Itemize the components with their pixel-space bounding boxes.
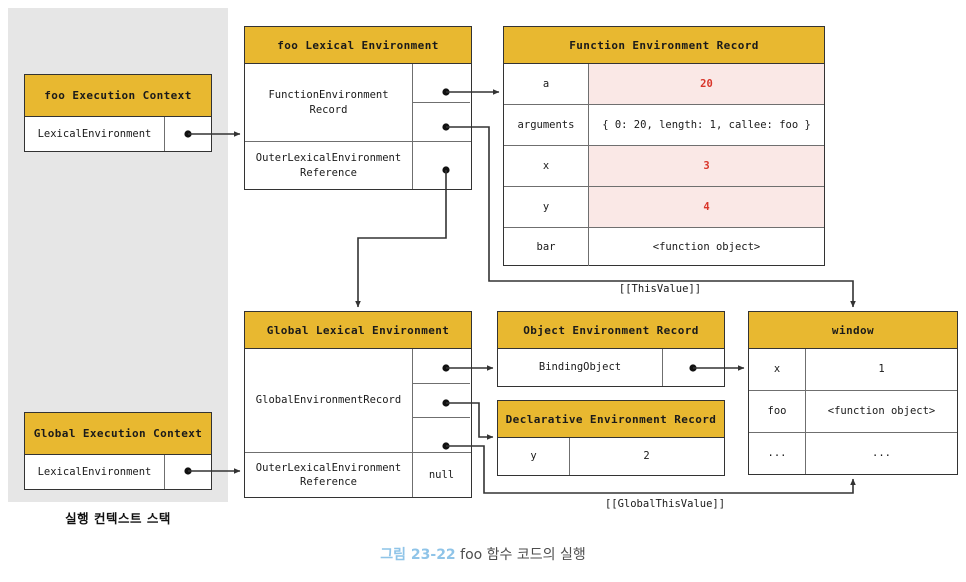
table-row: y 2 — [498, 438, 724, 475]
wire-foo-le-outer-to-global-le — [355, 170, 447, 308]
foo-execution-context-title: foo Execution Context — [25, 75, 211, 117]
object-environment-record-box: Object Environment Record BindingObject — [497, 311, 725, 387]
window-key: foo — [749, 391, 806, 432]
table-row: GlobalEnvironmentRecord — [245, 349, 471, 453]
pointer-slot — [413, 349, 470, 384]
global-this-value-edge-label: [[GlobalThisValue]] — [604, 498, 726, 510]
table-row: OuterLexicalEnvironment Reference null — [245, 453, 471, 497]
function-environment-record-title: Function Environment Record — [504, 27, 824, 64]
table-row: ... ... — [749, 433, 957, 474]
oer-binding-object-label: BindingObject — [498, 349, 663, 386]
pointer-slot — [413, 384, 470, 419]
pointer-slot — [413, 103, 470, 141]
gle-outer-reference-value: null — [428, 468, 455, 481]
table-row: FunctionEnvironment Record — [245, 64, 471, 142]
fer-value: <function object> — [652, 240, 761, 253]
declarative-environment-record-box: Declarative Environment Record y 2 — [497, 400, 725, 476]
function-environment-record-box: Function Environment Record a 20 argumen… — [503, 26, 825, 266]
global-ec-lexical-environment-pointer — [165, 455, 210, 489]
table-row: LexicalEnvironment — [25, 117, 211, 151]
window-object-box: window x 1 foo <function object> ... ... — [748, 311, 958, 475]
foo-le-function-env-record-slots — [413, 64, 470, 141]
window-value: ... — [872, 447, 891, 460]
fer-key: y — [504, 187, 589, 227]
window-key: x — [749, 349, 806, 390]
object-environment-record-title: Object Environment Record — [498, 312, 724, 349]
table-row: x 1 — [749, 349, 957, 391]
table-row: OuterLexicalEnvironment Reference — [245, 142, 471, 189]
pointer-slot — [413, 64, 470, 103]
fer-value: 4 — [589, 187, 824, 227]
fer-key: bar — [504, 228, 589, 266]
table-row: a 20 — [504, 64, 824, 105]
table-row: arguments { 0: 20, length: 1, callee: fo… — [504, 105, 824, 146]
foo-ec-lexical-environment-label: LexicalEnvironment — [25, 117, 165, 151]
foo-le-outer-reference-slot — [413, 142, 470, 189]
figure-caption: 그림 23-22 foo 함수 코드의 실행 — [0, 544, 966, 564]
gle-global-env-record-slots — [413, 349, 470, 452]
fer-value: 20 — [589, 64, 824, 104]
global-execution-context-title: Global Execution Context — [25, 413, 211, 455]
table-row: bar <function object> — [504, 228, 824, 266]
table-row: foo <function object> — [749, 391, 957, 433]
fer-key: a — [504, 64, 589, 104]
window-key: ... — [749, 433, 806, 474]
global-ec-lexical-environment-label: LexicalEnvironment — [25, 455, 165, 489]
der-value: 2 — [643, 450, 650, 463]
global-lexical-environment-title: Global Lexical Environment — [245, 312, 471, 349]
window-object-title: window — [749, 312, 957, 349]
fer-value: { 0: 20, length: 1, callee: foo } — [602, 118, 811, 131]
foo-le-outer-reference-label: OuterLexicalEnvironment Reference — [245, 142, 413, 189]
table-row: y 4 — [504, 187, 824, 228]
declarative-environment-record-title: Declarative Environment Record — [498, 401, 724, 438]
window-value: <function object> — [827, 405, 936, 418]
foo-lexical-environment-box: foo Lexical Environment FunctionEnvironm… — [244, 26, 472, 190]
oer-binding-object-pointer — [663, 349, 723, 386]
global-execution-context-box: Global Execution Context LexicalEnvironm… — [24, 412, 212, 490]
foo-le-function-env-record-label: FunctionEnvironment Record — [245, 64, 413, 141]
foo-lexical-environment-title: foo Lexical Environment — [245, 27, 471, 64]
figure-caption-text: foo 함수 코드의 실행 — [460, 547, 586, 563]
der-key: y — [498, 438, 570, 475]
foo-ec-lexical-environment-pointer — [165, 117, 210, 151]
foo-execution-context-box: foo Execution Context LexicalEnvironment — [24, 74, 212, 152]
pointer-slot — [413, 418, 470, 452]
gle-global-env-record-label: GlobalEnvironmentRecord — [245, 349, 413, 452]
fer-value: 3 — [589, 146, 824, 186]
this-value-edge-label: [[ThisValue]] — [618, 283, 702, 295]
table-row: BindingObject — [498, 349, 724, 386]
table-row: x 3 — [504, 146, 824, 187]
fer-key: arguments — [504, 105, 589, 145]
window-value: 1 — [878, 363, 885, 376]
fer-key: x — [504, 146, 589, 186]
global-lexical-environment-box: Global Lexical Environment GlobalEnviron… — [244, 311, 472, 498]
figure-caption-number: 그림 23-22 — [380, 547, 456, 563]
table-row: LexicalEnvironment — [25, 455, 211, 489]
execution-context-stack-label: 실행 컨텍스트 스택 — [65, 511, 171, 526]
gle-outer-reference-label: OuterLexicalEnvironment Reference — [245, 453, 413, 497]
